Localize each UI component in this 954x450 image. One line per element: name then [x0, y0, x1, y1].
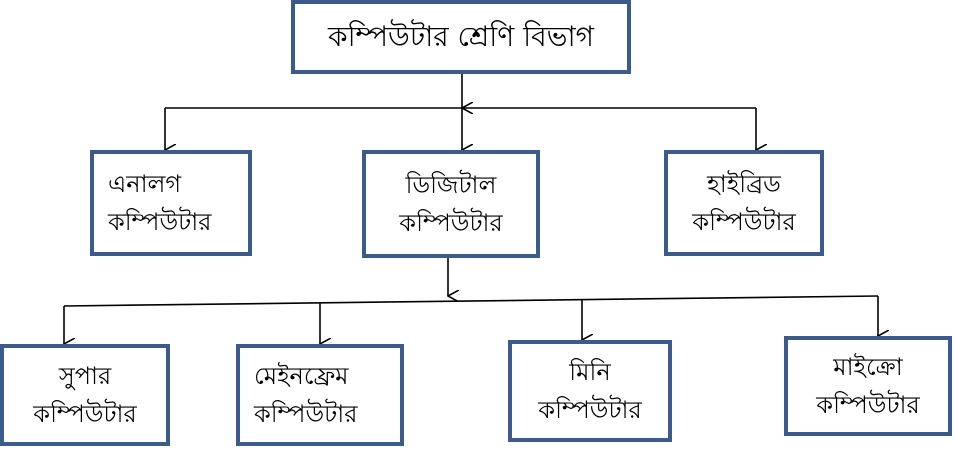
- analog-computer-node: এনালগ কম্পিউটার: [90, 150, 252, 256]
- micro-computer-node: মাইক্রো কম্পিউটার: [784, 336, 952, 436]
- super-computer-node: সুপার কম্পিউটার: [0, 344, 170, 446]
- hybrid-line2: কম্পিউটার: [692, 208, 796, 236]
- super-line2: কম্পিউটার: [33, 400, 137, 428]
- mainframe-computer-node: মেইনফ্রেম কম্পিউটার: [236, 344, 404, 446]
- root-label: কম্পিউটার শ্রেণি বিভাগ: [327, 19, 594, 53]
- mainframe-line1: মেইনফ্রেম: [254, 361, 349, 390]
- mini-computer-node: মিনি কম্পিউটার: [508, 340, 672, 442]
- analog-line2: কম্পিউটার: [108, 208, 212, 236]
- level2-bus: [63, 295, 879, 307]
- digital-computer-node: ডিজিটাল কম্পিউটার: [362, 150, 540, 258]
- hybrid-line1: হাইব্রিড: [707, 169, 781, 198]
- super-line1: সুপার: [58, 361, 112, 390]
- mainframe-line2: কম্পিউটার: [254, 400, 358, 428]
- micro-line2: কম্পিউটার: [816, 391, 920, 419]
- digital-line1: ডিজিটাল: [405, 170, 497, 199]
- analog-line1: এনালগ: [108, 169, 182, 198]
- mini-line2: কম্পিউটার: [538, 396, 642, 424]
- root-node: কম্পিউটার শ্রেণি বিভাগ: [291, 0, 631, 74]
- digital-line2: কম্পিউটার: [399, 209, 503, 237]
- mini-line1: মিনি: [569, 357, 611, 386]
- micro-line1: মাইক্রো: [833, 352, 903, 381]
- hybrid-computer-node: হাইব্রিড কম্পিউটার: [664, 150, 824, 256]
